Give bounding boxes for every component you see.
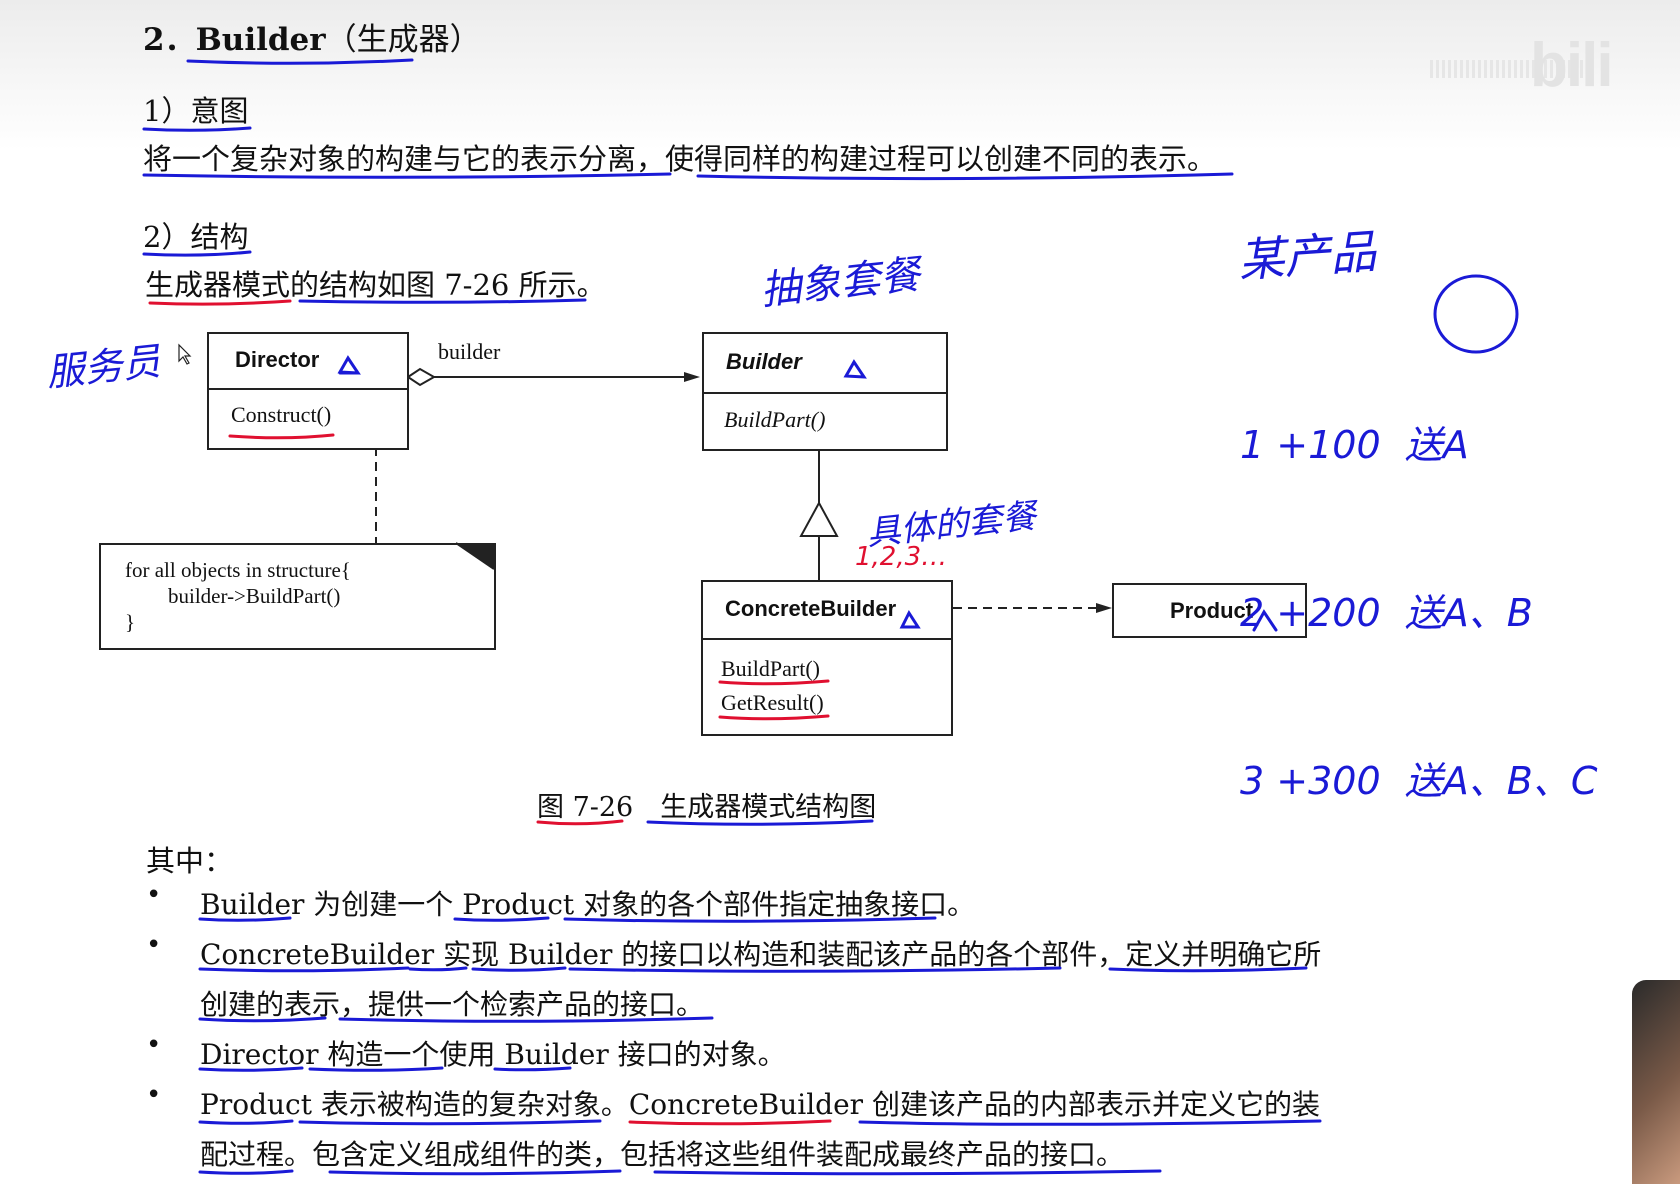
builder-name: Builder xyxy=(704,334,946,394)
hand-row-1: 1 +100 送A xyxy=(1240,423,1469,467)
dependency-arrowhead xyxy=(1096,603,1112,613)
concrete-builder-op-getresult: GetResult() xyxy=(721,690,824,715)
director-op: Construct() xyxy=(231,402,332,427)
heading-title: Builder xyxy=(195,22,326,58)
builder-op: BuildPart() xyxy=(724,407,826,432)
aggregation-diamond xyxy=(406,367,437,387)
hand-rows: 1 +100 送A 2 +200 送A、B 3 +300 送A、B、C xyxy=(1240,305,1597,865)
hand-row-3: 3 +300 送A、B、C xyxy=(1240,759,1598,803)
webcam-overlay xyxy=(1632,980,1680,1184)
bullet-4-line-1: Product 表示被构造的复杂对象。ConcreteBuilder 创建该产品… xyxy=(200,1088,1320,1121)
inheritance-triangle xyxy=(799,500,839,537)
hand-some-product: 某产品 xyxy=(1236,224,1378,288)
association-label: builder xyxy=(438,339,501,364)
bullet-1-dot: • xyxy=(146,880,162,910)
hand-concrete-list: 1,2,3… xyxy=(855,542,948,572)
concrete-builder-op-buildpart: BuildPart() xyxy=(721,656,820,681)
section-heading: 2．Builder（生成器） xyxy=(143,14,481,59)
intent-text: 将一个复杂对象的构建与它的表示分离，使得同样的构建过程可以创建不同的表示。 xyxy=(143,142,1217,176)
director-class: Director Construct() xyxy=(207,332,409,450)
director-name: Director xyxy=(209,334,407,390)
concrete-builder-class: ConcreteBuilder BuildPart() GetResult() xyxy=(701,580,953,736)
top-fade xyxy=(0,0,1680,150)
association-arrowhead xyxy=(684,372,700,382)
watermark-logo: bili xyxy=(1530,31,1614,100)
bullet-2-line-2: 创建的表示，提供一个检索产品的接口。 xyxy=(200,988,705,1021)
heading-number: 2． xyxy=(143,22,196,58)
concrete-builder-ops: BuildPart() GetResult() xyxy=(703,640,951,720)
bullet-3-dot: • xyxy=(146,1030,162,1060)
bullet-4-dot: • xyxy=(146,1080,162,1110)
product-name: Product xyxy=(1170,598,1254,623)
structure-title: 2）结构 xyxy=(143,220,249,254)
where-label: 其中： xyxy=(146,844,234,878)
heading-cjk: （生成器） xyxy=(325,22,481,58)
hand-row-2: 2 +200 送A、B xyxy=(1240,591,1533,635)
note-line-1: for all objects in structure{ xyxy=(125,558,351,582)
note-box: for all objects in structure{ builder->B… xyxy=(99,543,496,650)
intent-title: 1）意图 xyxy=(143,94,249,128)
builder-class: Builder BuildPart() xyxy=(702,332,948,451)
bullet-2-dot: • xyxy=(146,930,162,960)
concrete-builder-name: ConcreteBuilder xyxy=(703,582,951,640)
player-bars xyxy=(1430,60,1590,78)
bullet-4-line-2: 配过程。包含定义组成组件的类，包括将这些组件装配成最终产品的接口。 xyxy=(200,1138,1125,1171)
note-line-3: } xyxy=(125,610,136,634)
bullet-3-text: Director 构造一个使用 Builder 接口的对象。 xyxy=(200,1038,786,1071)
note-line-2: builder->BuildPart() xyxy=(168,584,341,608)
figure-caption: 图 7-26 生成器模式结构图 xyxy=(537,792,877,823)
bullet-1-text: Builder 为创建一个 Product 对象的各个部件指定抽象接口。 xyxy=(200,888,976,921)
structure-text: 生成器模式的结构如图 7-26 所示。 xyxy=(145,268,606,302)
bullet-2-line-1: ConcreteBuilder 实现 Builder 的接口以构造和装配该产品的… xyxy=(200,938,1322,971)
